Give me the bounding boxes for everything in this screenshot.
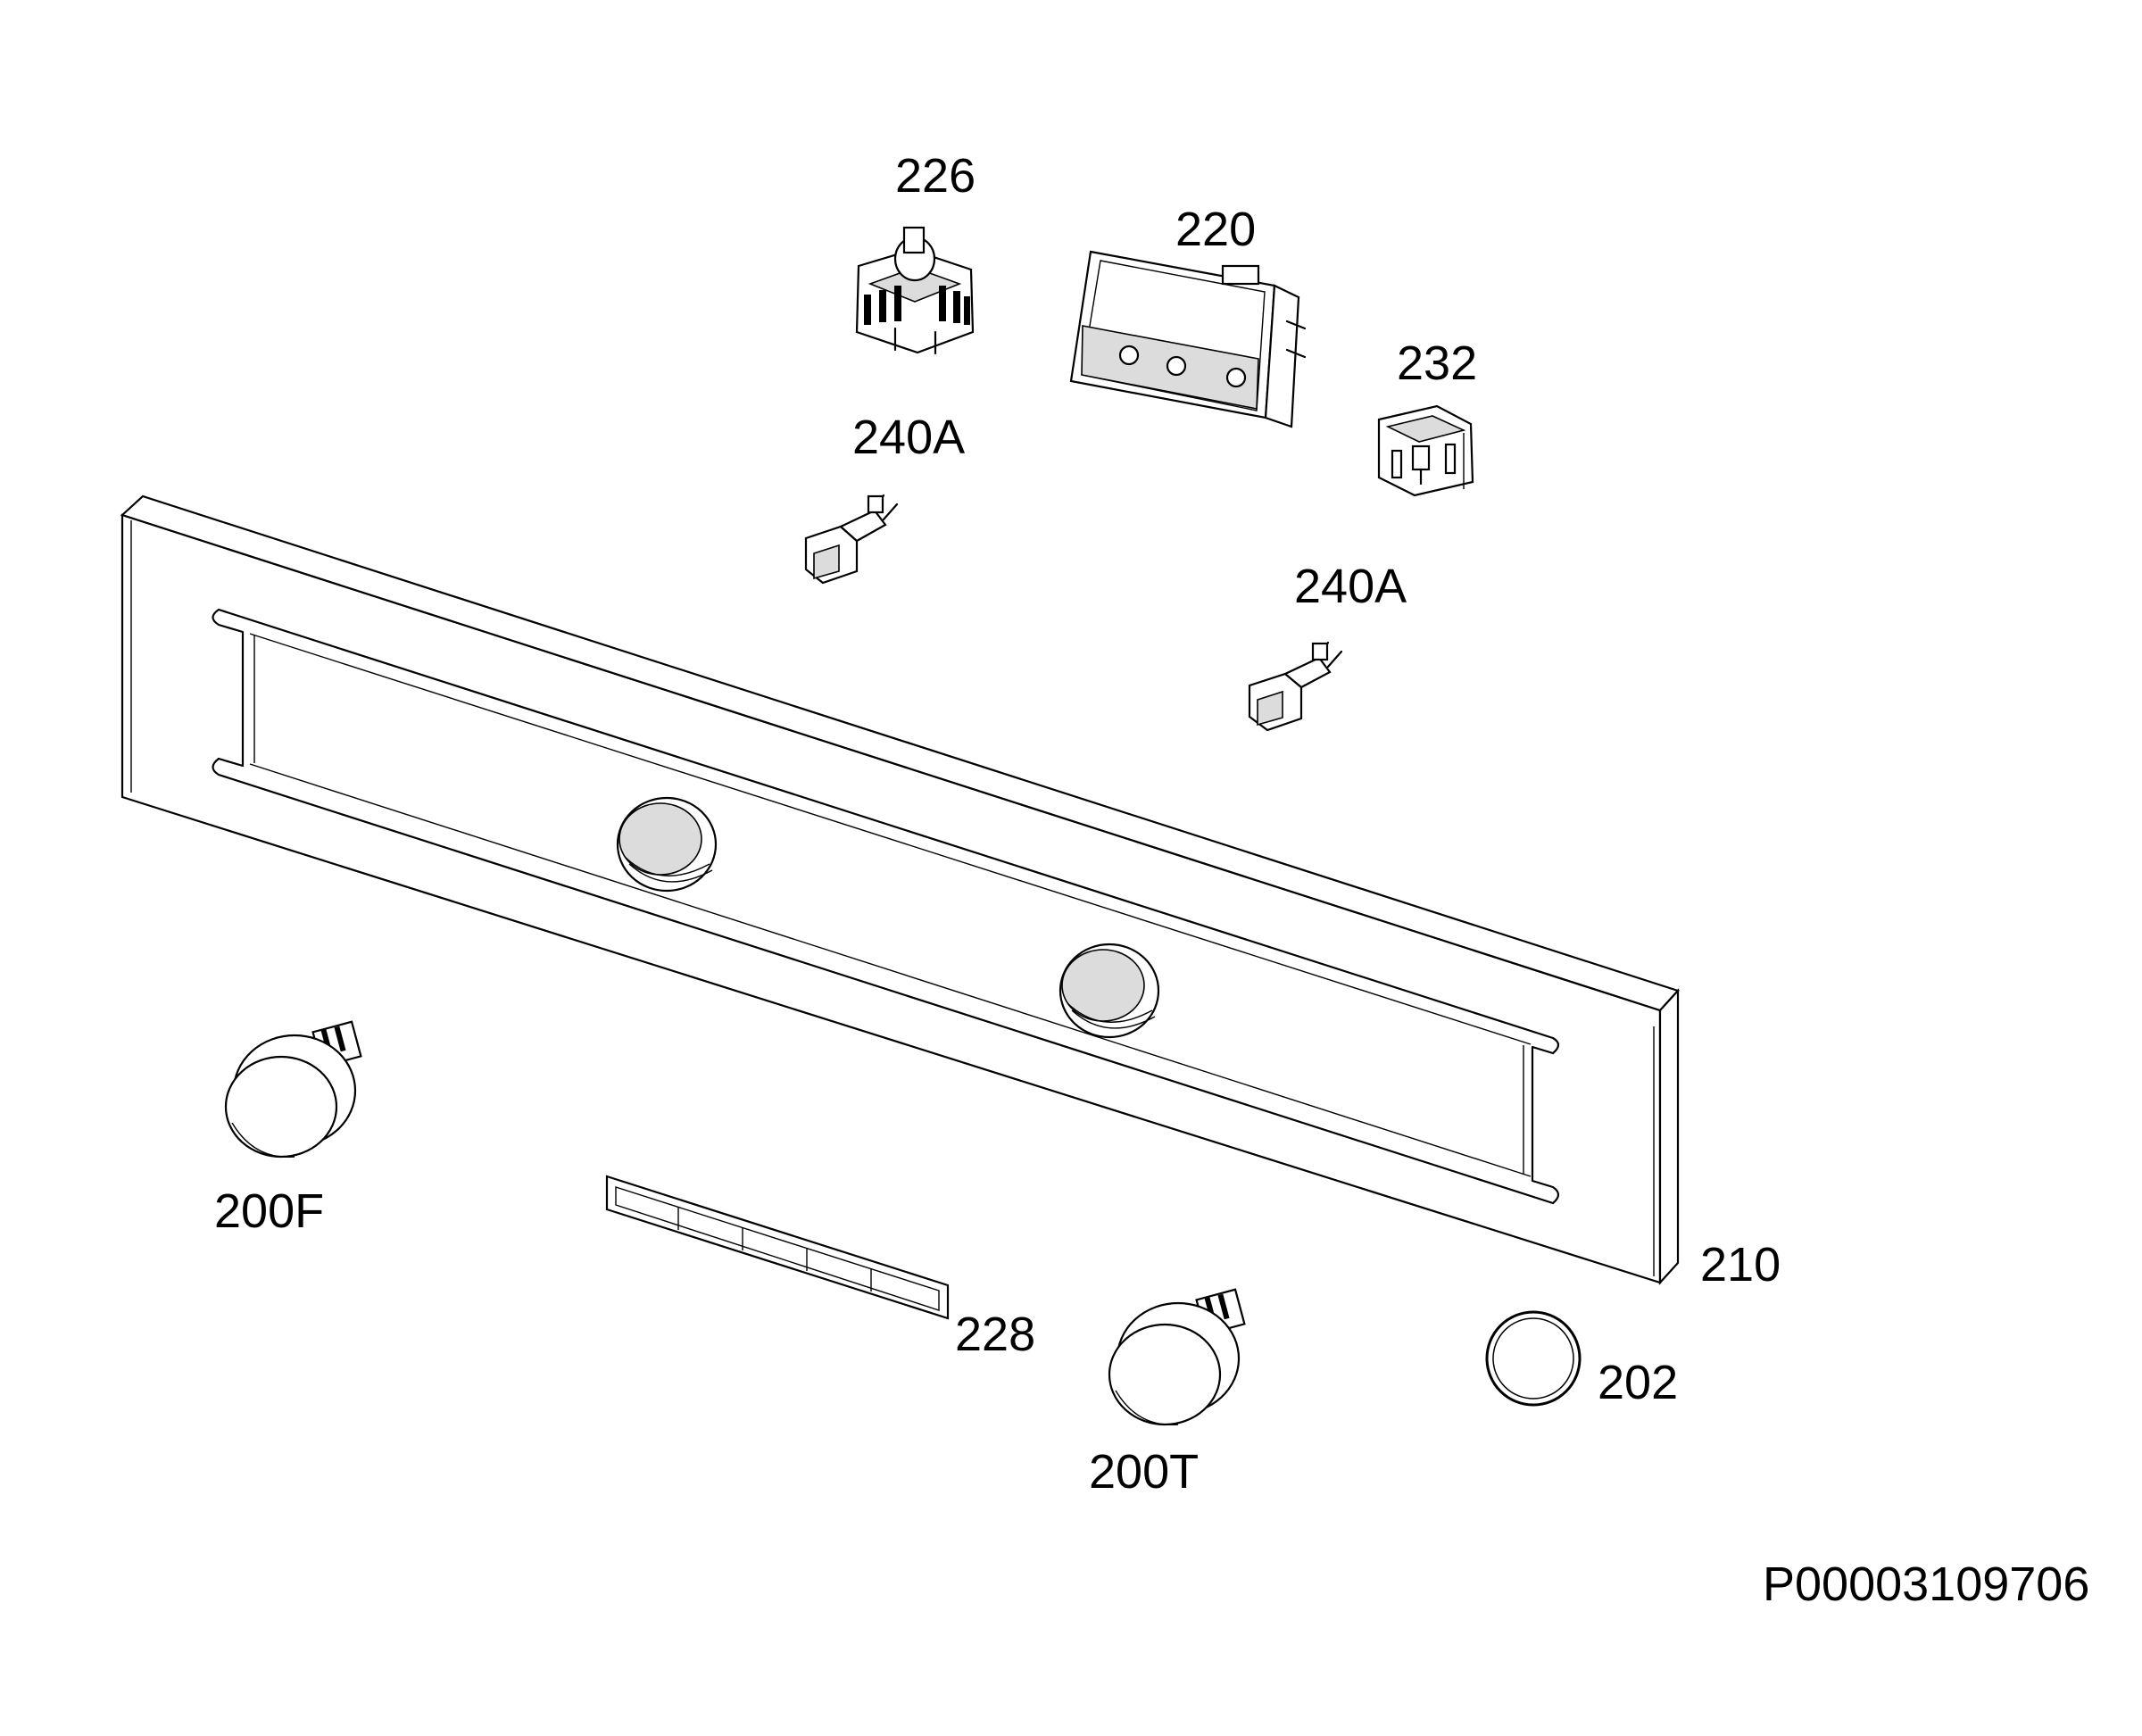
control-panel-icon xyxy=(120,494,1680,1285)
symbol-strip-icon xyxy=(605,1175,950,1320)
indicator-lamp-icon xyxy=(1248,641,1343,732)
part-label-220: 220 xyxy=(1175,203,1257,256)
ring-icon xyxy=(1485,1310,1582,1407)
knob-icon xyxy=(224,1020,362,1159)
display-housing-icon xyxy=(1069,250,1307,428)
part-label-200f: 200F xyxy=(214,1184,325,1238)
part-label-240a-upper: 240A xyxy=(852,411,966,464)
indicator-lamp-icon xyxy=(804,494,899,585)
part-label-240a-lower: 240A xyxy=(1294,560,1407,613)
knob-icon xyxy=(1108,1288,1246,1426)
knob-hole-left xyxy=(616,796,718,893)
part-label-202: 202 xyxy=(1598,1356,1679,1409)
part-label-228: 228 xyxy=(955,1308,1036,1361)
knob-hole-right xyxy=(1059,943,1160,1039)
part-label-200t: 200T xyxy=(1089,1445,1200,1499)
micro-switch-icon xyxy=(1377,404,1474,497)
drawing-number: P00003109706 xyxy=(1763,1557,2090,1611)
part-label-226: 226 xyxy=(895,149,976,203)
selector-switch-icon xyxy=(855,226,975,355)
part-label-210: 210 xyxy=(1700,1238,1781,1292)
part-label-232: 232 xyxy=(1397,336,1478,390)
